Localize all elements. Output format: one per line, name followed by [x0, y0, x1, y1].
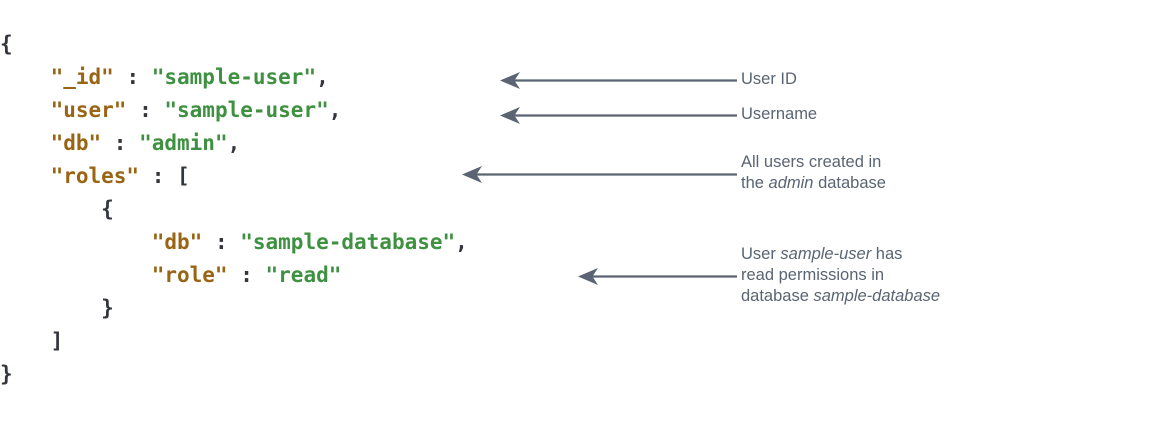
annotation-text: Username [741, 104, 818, 123]
annotation-emphasis: sample-user [780, 244, 872, 263]
annotation-text: has [871, 244, 903, 263]
code-token-comma: , [316, 65, 329, 89]
code-indent [0, 230, 152, 254]
annotation-text: read permissions in [741, 265, 885, 284]
arrow-head-icon [500, 106, 520, 124]
annotation-line: the admin database [741, 173, 886, 194]
code-indent [0, 131, 51, 155]
annotation-text: the [741, 174, 769, 192]
annotation-line: User ID [741, 69, 797, 90]
annotation-text: User ID [741, 69, 797, 88]
code-indent [0, 296, 101, 320]
code-token-key: "_id" [50, 65, 114, 89]
arrow-username [500, 106, 737, 124]
code-token-string: "sample-user" [151, 65, 317, 89]
code-line: } [0, 358, 468, 391]
code-line: "db" : "sample-database", [0, 226, 468, 259]
code-token-key: "role" [151, 263, 228, 287]
arrow-head-icon [462, 165, 482, 183]
code-token-comma: , [227, 131, 241, 155]
code-token-string: "sample-user" [164, 98, 329, 122]
code-token-comma: , [455, 230, 468, 254]
code-indent [0, 98, 51, 122]
annotation-admin-database: All users created in the admin database [741, 152, 886, 194]
code-token-key: "db" [50, 131, 102, 155]
code-token-string: "admin" [139, 131, 228, 155]
annotation-line: User sample-user has [741, 244, 940, 265]
code-token-colon: : [139, 164, 178, 188]
code-line: "role" : "read" [0, 259, 468, 292]
code-token-punct: { [101, 197, 114, 221]
annotation-text: User [741, 244, 781, 263]
code-line: "_id" : "sample-user", [0, 61, 468, 94]
code-token-punct: } [101, 296, 114, 320]
code-line: "user" : "sample-user", [0, 94, 468, 127]
code-line: { [0, 193, 468, 226]
code-line: { [0, 28, 468, 61]
code-indent [0, 329, 51, 353]
annotation-line: database sample-database [741, 286, 940, 307]
arrow-read-permissions [578, 267, 737, 285]
arrow-user-id [500, 71, 737, 89]
code-indent [0, 164, 51, 188]
code-token-punct: } [0, 362, 13, 386]
arrow-head-icon [500, 71, 520, 89]
code-token-colon: : [202, 230, 241, 254]
arrow-admin-database [462, 165, 737, 183]
code-token-punct: { [0, 32, 13, 56]
code-token-comma: , [328, 98, 342, 122]
code-token-colon: : [126, 98, 165, 122]
annotation-username: Username [741, 104, 817, 125]
code-line: ] [0, 325, 468, 358]
code-indent [0, 263, 152, 287]
annotation-line: read permissions in [741, 265, 940, 286]
annotation-user-id: User ID [741, 69, 797, 90]
code-token-colon: : [101, 131, 140, 155]
code-token-punct: ] [50, 329, 64, 353]
arrow-head-icon [578, 267, 598, 285]
annotation-emphasis: sample-database [813, 286, 941, 305]
code-token-key: "db" [151, 230, 203, 254]
code-line: } [0, 292, 468, 325]
code-token-colon: : [227, 263, 266, 287]
code-token-punct: [ [177, 164, 190, 188]
annotation-line: Username [741, 104, 817, 125]
code-token-string: "read" [265, 263, 342, 287]
annotation-text: database [741, 286, 814, 305]
code-indent [0, 197, 101, 221]
code-indent [0, 65, 51, 89]
json-code-block: { "_id" : "sample-user", "user" : "sampl… [0, 28, 468, 391]
code-line: "roles" : [ [0, 160, 468, 193]
code-token-key: "roles" [50, 164, 140, 188]
annotation-text: database [813, 174, 886, 192]
code-token-key: "user" [50, 98, 127, 122]
annotation-emphasis: admin [768, 174, 814, 192]
annotation-text: All users created in [741, 153, 882, 171]
code-token-string: "sample-database" [240, 230, 456, 254]
code-token-colon: : [113, 65, 152, 89]
annotation-line: All users created in [741, 152, 886, 173]
code-line: "db" : "admin", [0, 127, 468, 160]
